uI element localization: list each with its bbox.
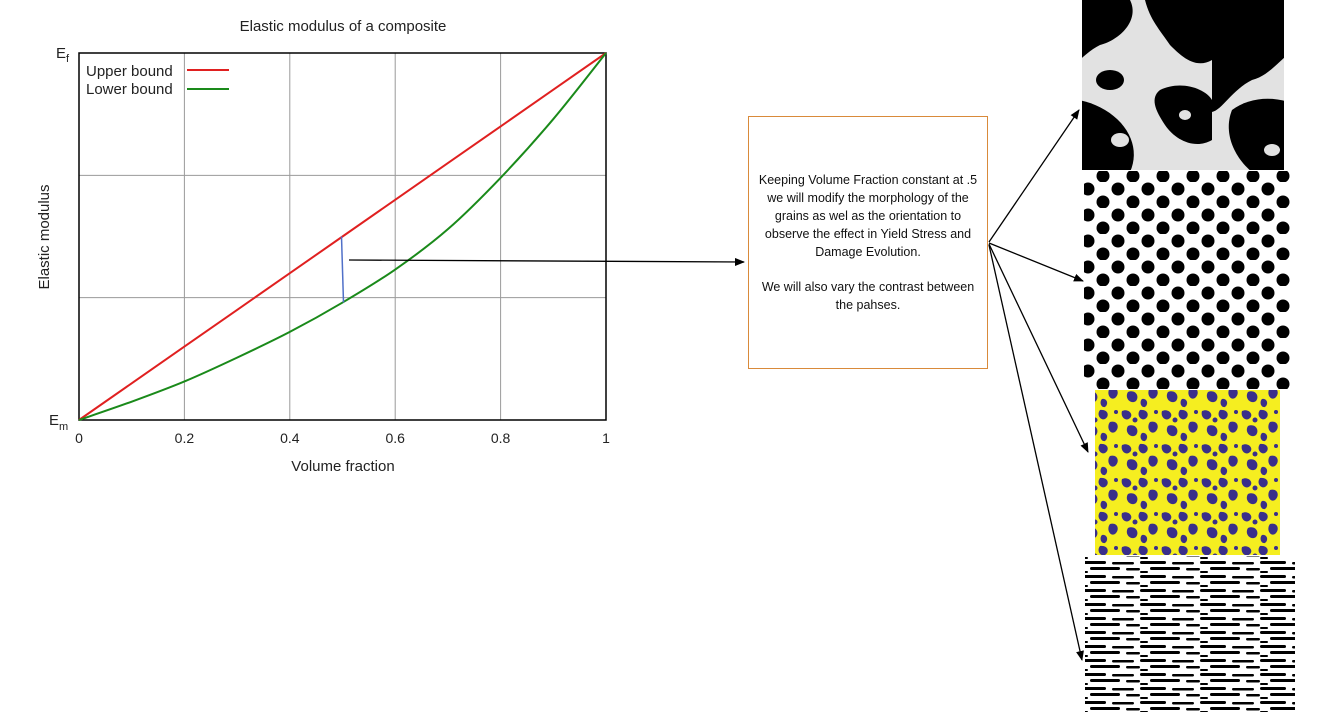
x-tick-label: 0.6 (385, 430, 405, 446)
y-tick-label-top: Ef (56, 45, 70, 65)
volume-fraction-marker (340, 236, 345, 303)
y-tick-label-top-sub: f (66, 53, 70, 65)
y-tick-label-bottom-main: E (49, 412, 59, 429)
arrow-to-note (348, 257, 745, 266)
y-tick-label-top-main: E (56, 45, 66, 62)
x-tick-label: 0.8 (491, 430, 511, 446)
blob-morphology-image (1082, 0, 1284, 170)
note-paragraph-1: Keeping Volume Fraction constant at .5 w… (758, 173, 978, 259)
series-lower-bound-line (78, 52, 607, 421)
x-tick-label: 0 (75, 430, 83, 446)
chart-series (78, 52, 607, 421)
elongated-oriented-morphology-image (1085, 556, 1295, 712)
arrow-to-elongated-morphology (988, 244, 1084, 661)
series-upper-bound-line (78, 52, 607, 421)
circular-particle-morphology-image (1084, 171, 1291, 389)
explanation-note: Keeping Volume Fraction constant at .5 w… (748, 116, 988, 369)
x-tick-label: 0.2 (175, 430, 195, 446)
legend-label-lower: Lower bound (86, 81, 173, 98)
x-tick-labels: 0 0.2 0.4 0.6 0.8 1 (75, 430, 610, 446)
plot-area-frame (78, 52, 607, 421)
arrow-to-blob-morphology (988, 109, 1080, 243)
chart-grid (79, 53, 606, 420)
speckled-morphology-image (1095, 390, 1280, 555)
x-tick-label: 0.4 (280, 430, 300, 446)
arrow-to-speckled-morphology (988, 243, 1089, 453)
note-paragraph-2: We will also vary the contrast between t… (761, 280, 975, 312)
x-tick-label: 1 (602, 430, 610, 446)
chart-title: Elastic modulus of a composite (240, 18, 447, 35)
legend: Upper bound Lower bound (86, 63, 229, 98)
x-axis-label: Volume fraction (291, 458, 394, 475)
y-tick-label-bottom-sub: m (59, 421, 68, 433)
y-axis-label: Elastic modulus (36, 184, 53, 289)
y-tick-label-bottom: Em (49, 412, 68, 433)
legend-label-upper: Upper bound (86, 63, 173, 80)
arrow-to-circular-morphology (988, 242, 1084, 282)
marker-line (340, 236, 345, 303)
